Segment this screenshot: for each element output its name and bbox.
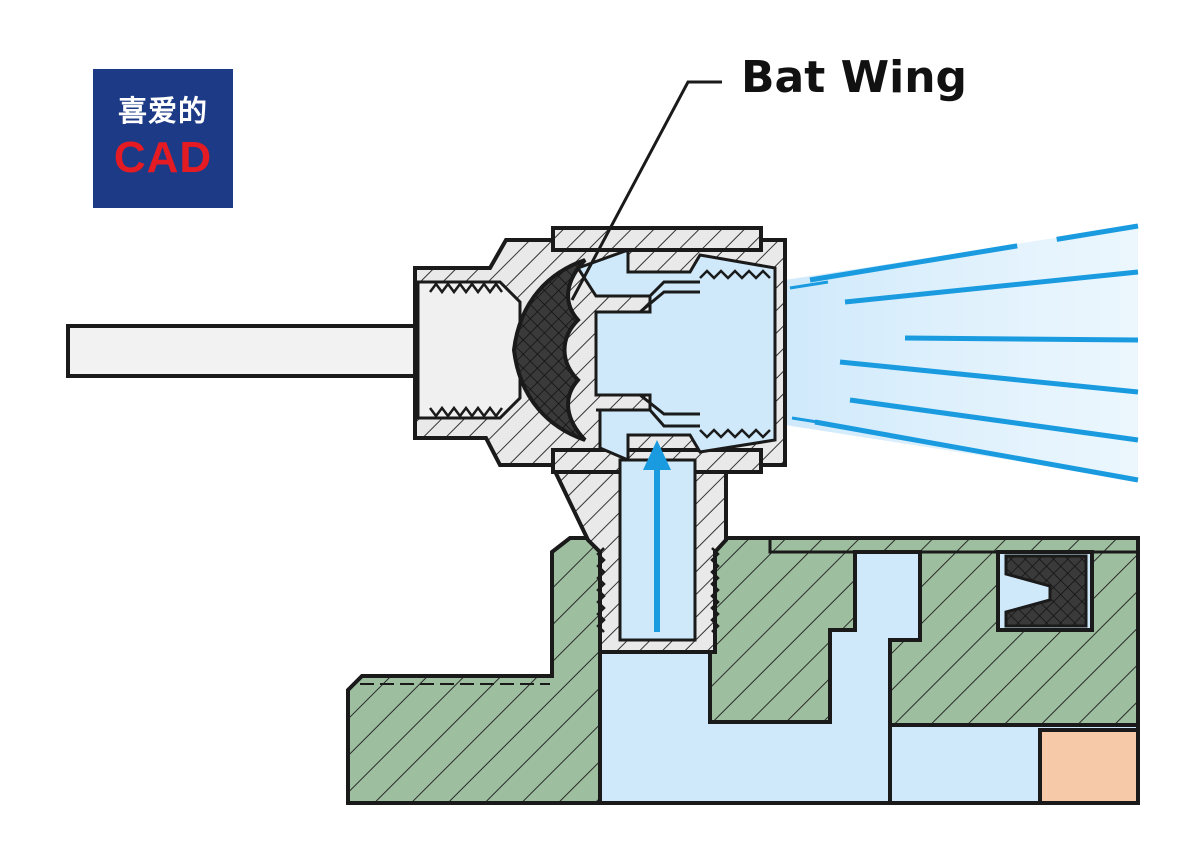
flow-arrow [643,440,671,632]
supply-tube [66,324,420,378]
logo-text-bottom: CAD [113,133,213,182]
spray-fan [785,223,1139,483]
callout-label: Bat Wing [741,52,968,103]
nozzle-fitting [413,226,787,654]
logo-badge: 喜爱的 CAD [93,69,233,208]
bat-wing-element [511,258,587,442]
o-ring-seal [996,550,1094,632]
copper-insert [1000,725,1140,805]
callout-leader [570,80,722,301]
logo-text-top: 喜爱的 [117,94,208,128]
